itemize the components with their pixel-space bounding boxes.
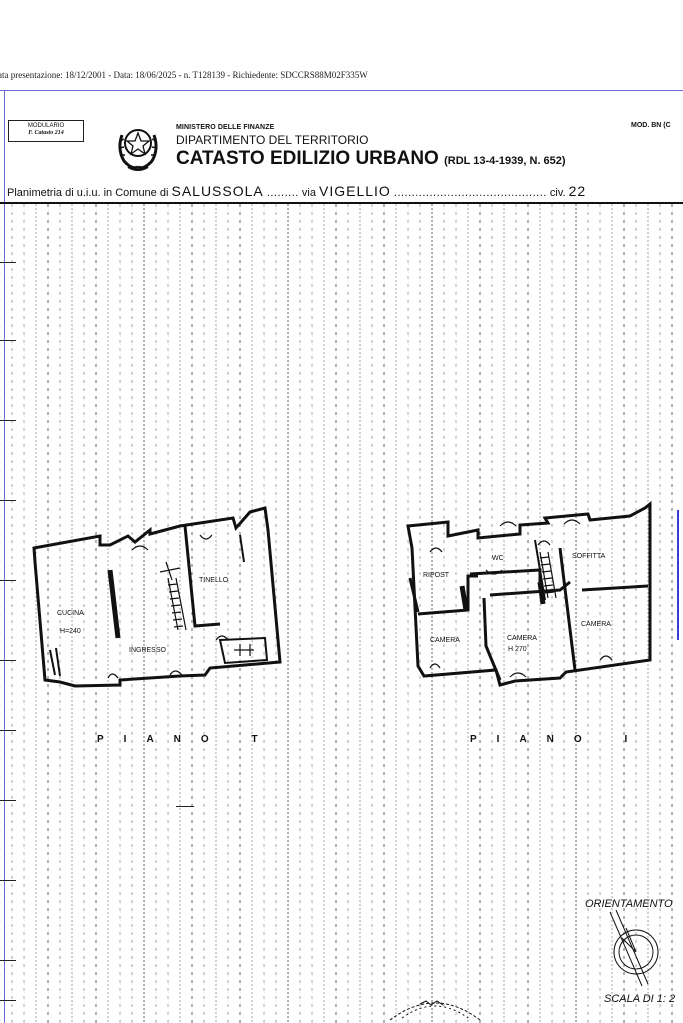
italian-emblem-icon (118, 129, 158, 171)
document-title: CATASTO EDILIZIO URBANO (RDL 13-4-1939, … (176, 148, 566, 170)
room-camera-1: CAMERA (430, 637, 460, 644)
office-stamp (389, 1000, 481, 1021)
header-divider (0, 202, 683, 204)
dotted-filler: ........................................… (393, 187, 547, 199)
room-soffitta: SOFFITTA (572, 553, 606, 560)
room-camera-2: CAMERA (507, 635, 537, 642)
room-ingresso: INGRESSO (129, 647, 167, 654)
room-tinello: TINELLO (199, 577, 229, 584)
room-wc: WC (492, 555, 504, 562)
comune-value: SALUSSOLA (171, 183, 264, 199)
civ-value: 22 (568, 183, 587, 199)
via-label: via (301, 187, 316, 199)
orientation-label: ORIENTAMENTO (585, 898, 673, 910)
floor-plans-drawing: CUCINA H=240 INGRESSO TINELLO RIPOST WC … (32, 500, 652, 688)
room-ripost: RIPOST (423, 572, 450, 579)
floor-label-t: PIANO T (97, 734, 278, 745)
civ-label: civ. (549, 187, 566, 199)
room-cucina: CUCINA (57, 610, 84, 617)
modulario-box: MODULARIO F. Catasto 214 (8, 120, 84, 142)
margin-tick (0, 1000, 16, 1001)
title-text: CATASTO EDILIZIO URBANO (176, 148, 439, 169)
margin-tick (0, 730, 16, 731)
planimetry-prefix: Planimetria di u.i.u. in Comune di (7, 187, 169, 199)
margin-tick (0, 262, 16, 263)
drafting-grid (0, 204, 683, 1023)
frame-right-border (677, 510, 679, 640)
dotted-filler: ......... (266, 187, 299, 199)
room-camera-3: CAMERA (581, 621, 611, 628)
model-code: MOD. BN (C (631, 122, 671, 129)
modulario-label: MODULARIO (27, 123, 65, 129)
law-reference: (RDL 13-4-1939, N. 652) (444, 155, 566, 167)
drawing-mark (176, 806, 194, 807)
planimetry-form-line: Planimetria di u.i.u. in Comune di SALUS… (7, 183, 683, 199)
north-compass-icon (609, 909, 659, 987)
via-value: VIGELLIO (319, 183, 391, 199)
floor-label-i: PIANO I (470, 734, 648, 745)
department-name: DIPARTIMENTO DEL TERRITORIO (176, 133, 369, 147)
modulario-form-number: F. Catasto 214 (28, 130, 64, 136)
margin-tick (0, 580, 16, 581)
room-height-i: H 270 (508, 646, 527, 653)
margin-tick (0, 340, 16, 341)
margin-tick (0, 500, 16, 501)
margin-tick (0, 420, 16, 421)
presentation-info-line: ata presentazione: 18/12/2001 - Data: 18… (0, 70, 368, 80)
frame-left-border (4, 90, 5, 1023)
margin-tick (0, 660, 16, 661)
margin-tick (0, 800, 16, 801)
margin-tick (0, 960, 16, 961)
scale-label: SCALA DI 1: 2 (604, 993, 676, 1005)
margin-tick (0, 880, 16, 881)
ministry-name: MINISTERO DELLE FINANZE (176, 124, 275, 131)
frame-top-border (0, 90, 683, 91)
room-height-t: H=240 (60, 628, 81, 635)
